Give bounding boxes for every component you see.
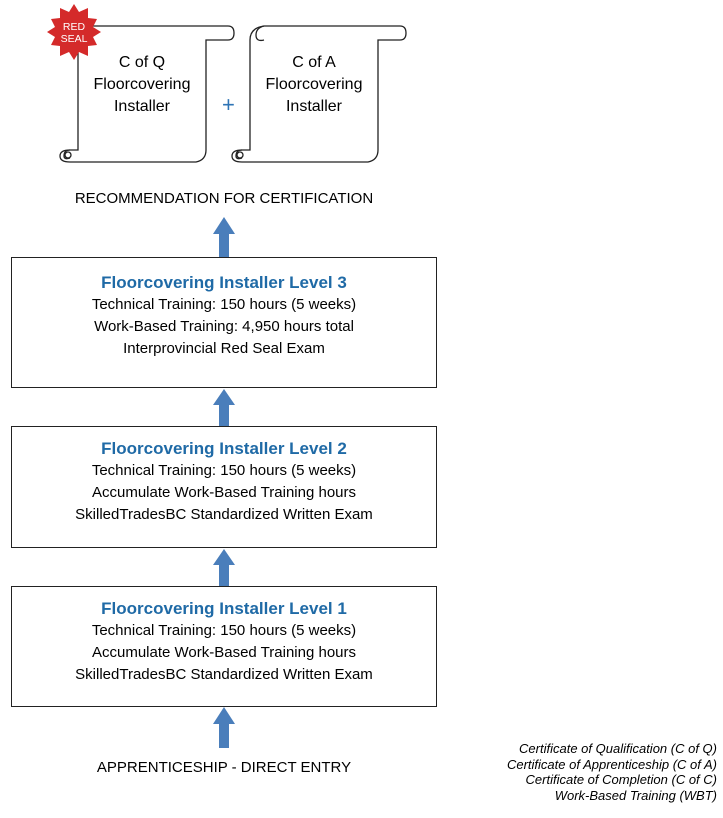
legend-item: Work-Based Training (WBT) (554, 787, 717, 803)
certificate-right-line-3: Installer (285, 98, 343, 115)
arrow-level1-to-level2 (213, 549, 235, 586)
level-2-box: Floorcovering Installer Level 2 Technica… (11, 426, 437, 548)
arrow-entry-to-level1 (213, 707, 235, 748)
certificate-right-line-1: C of A (292, 54, 336, 71)
certificate-left-line-1: C of Q (118, 54, 166, 71)
certificate-left-text: C of Q Floorcovering Installer (78, 52, 206, 118)
certificate-scroll-right (231, 25, 407, 163)
certificate-scroll-left (59, 25, 235, 163)
level-2-line-3: SkilledTradesBC Standardized Written Exa… (75, 506, 373, 523)
legend-item: Certificate of Qualification (C of Q) (519, 741, 717, 756)
level-1-title: Floorcovering Installer Level 1 (101, 599, 347, 618)
seal-line-1: RED (62, 21, 86, 33)
plus-sign: + (222, 92, 235, 117)
level-2-line-2: Accumulate Work-Based Training hours (91, 484, 356, 501)
level-2-title: Floorcovering Installer Level 2 (101, 439, 347, 458)
level-3-line-2: Work-Based Training: 4,950 hours total (94, 318, 354, 335)
abbreviation-legend: Certificate of Qualification (C of Q) Ce… (507, 741, 717, 803)
level-3-title: Floorcovering Installer Level 3 (101, 273, 347, 292)
level-3-line-1: Technical Training: 150 hours (5 weeks) (91, 296, 357, 313)
arrow-to-certification (213, 217, 235, 257)
red-seal-badge (47, 4, 101, 60)
arrow-level2-to-level3 (213, 389, 235, 426)
level-1-line-2: Accumulate Work-Based Training hours (91, 644, 356, 661)
certificate-right-line-2: Floorcovering (265, 76, 363, 93)
level-2-line-1: Technical Training: 150 hours (5 weeks) (91, 462, 357, 479)
recommendation-caption: RECOMMENDATION FOR CERTIFICATION (74, 190, 374, 207)
level-3-box: Floorcovering Installer Level 3 Technica… (11, 257, 437, 388)
legend-item: Certificate of Apprenticeship (C of A) (506, 756, 717, 772)
certificate-left-line-2: Floorcovering (93, 76, 191, 93)
certificate-left-line-3: Installer (113, 98, 171, 115)
level-1-line-3: SkilledTradesBC Standardized Written Exa… (75, 666, 373, 683)
seal-line-2: SEAL (60, 33, 88, 45)
level-3-line-3: Interprovincial Red Seal Exam (123, 340, 325, 357)
entry-caption: APPRENTICESHIP - DIRECT ENTRY (96, 759, 352, 776)
red-seal-label: RED SEAL (56, 21, 92, 45)
level-1-line-1: Technical Training: 150 hours (5 weeks) (91, 622, 357, 639)
level-1-box: Floorcovering Installer Level 1 Technica… (11, 586, 437, 707)
legend-item: Certificate of Completion (C of C) (525, 772, 717, 787)
certificate-right-text: C of A Floorcovering Installer (250, 52, 378, 118)
